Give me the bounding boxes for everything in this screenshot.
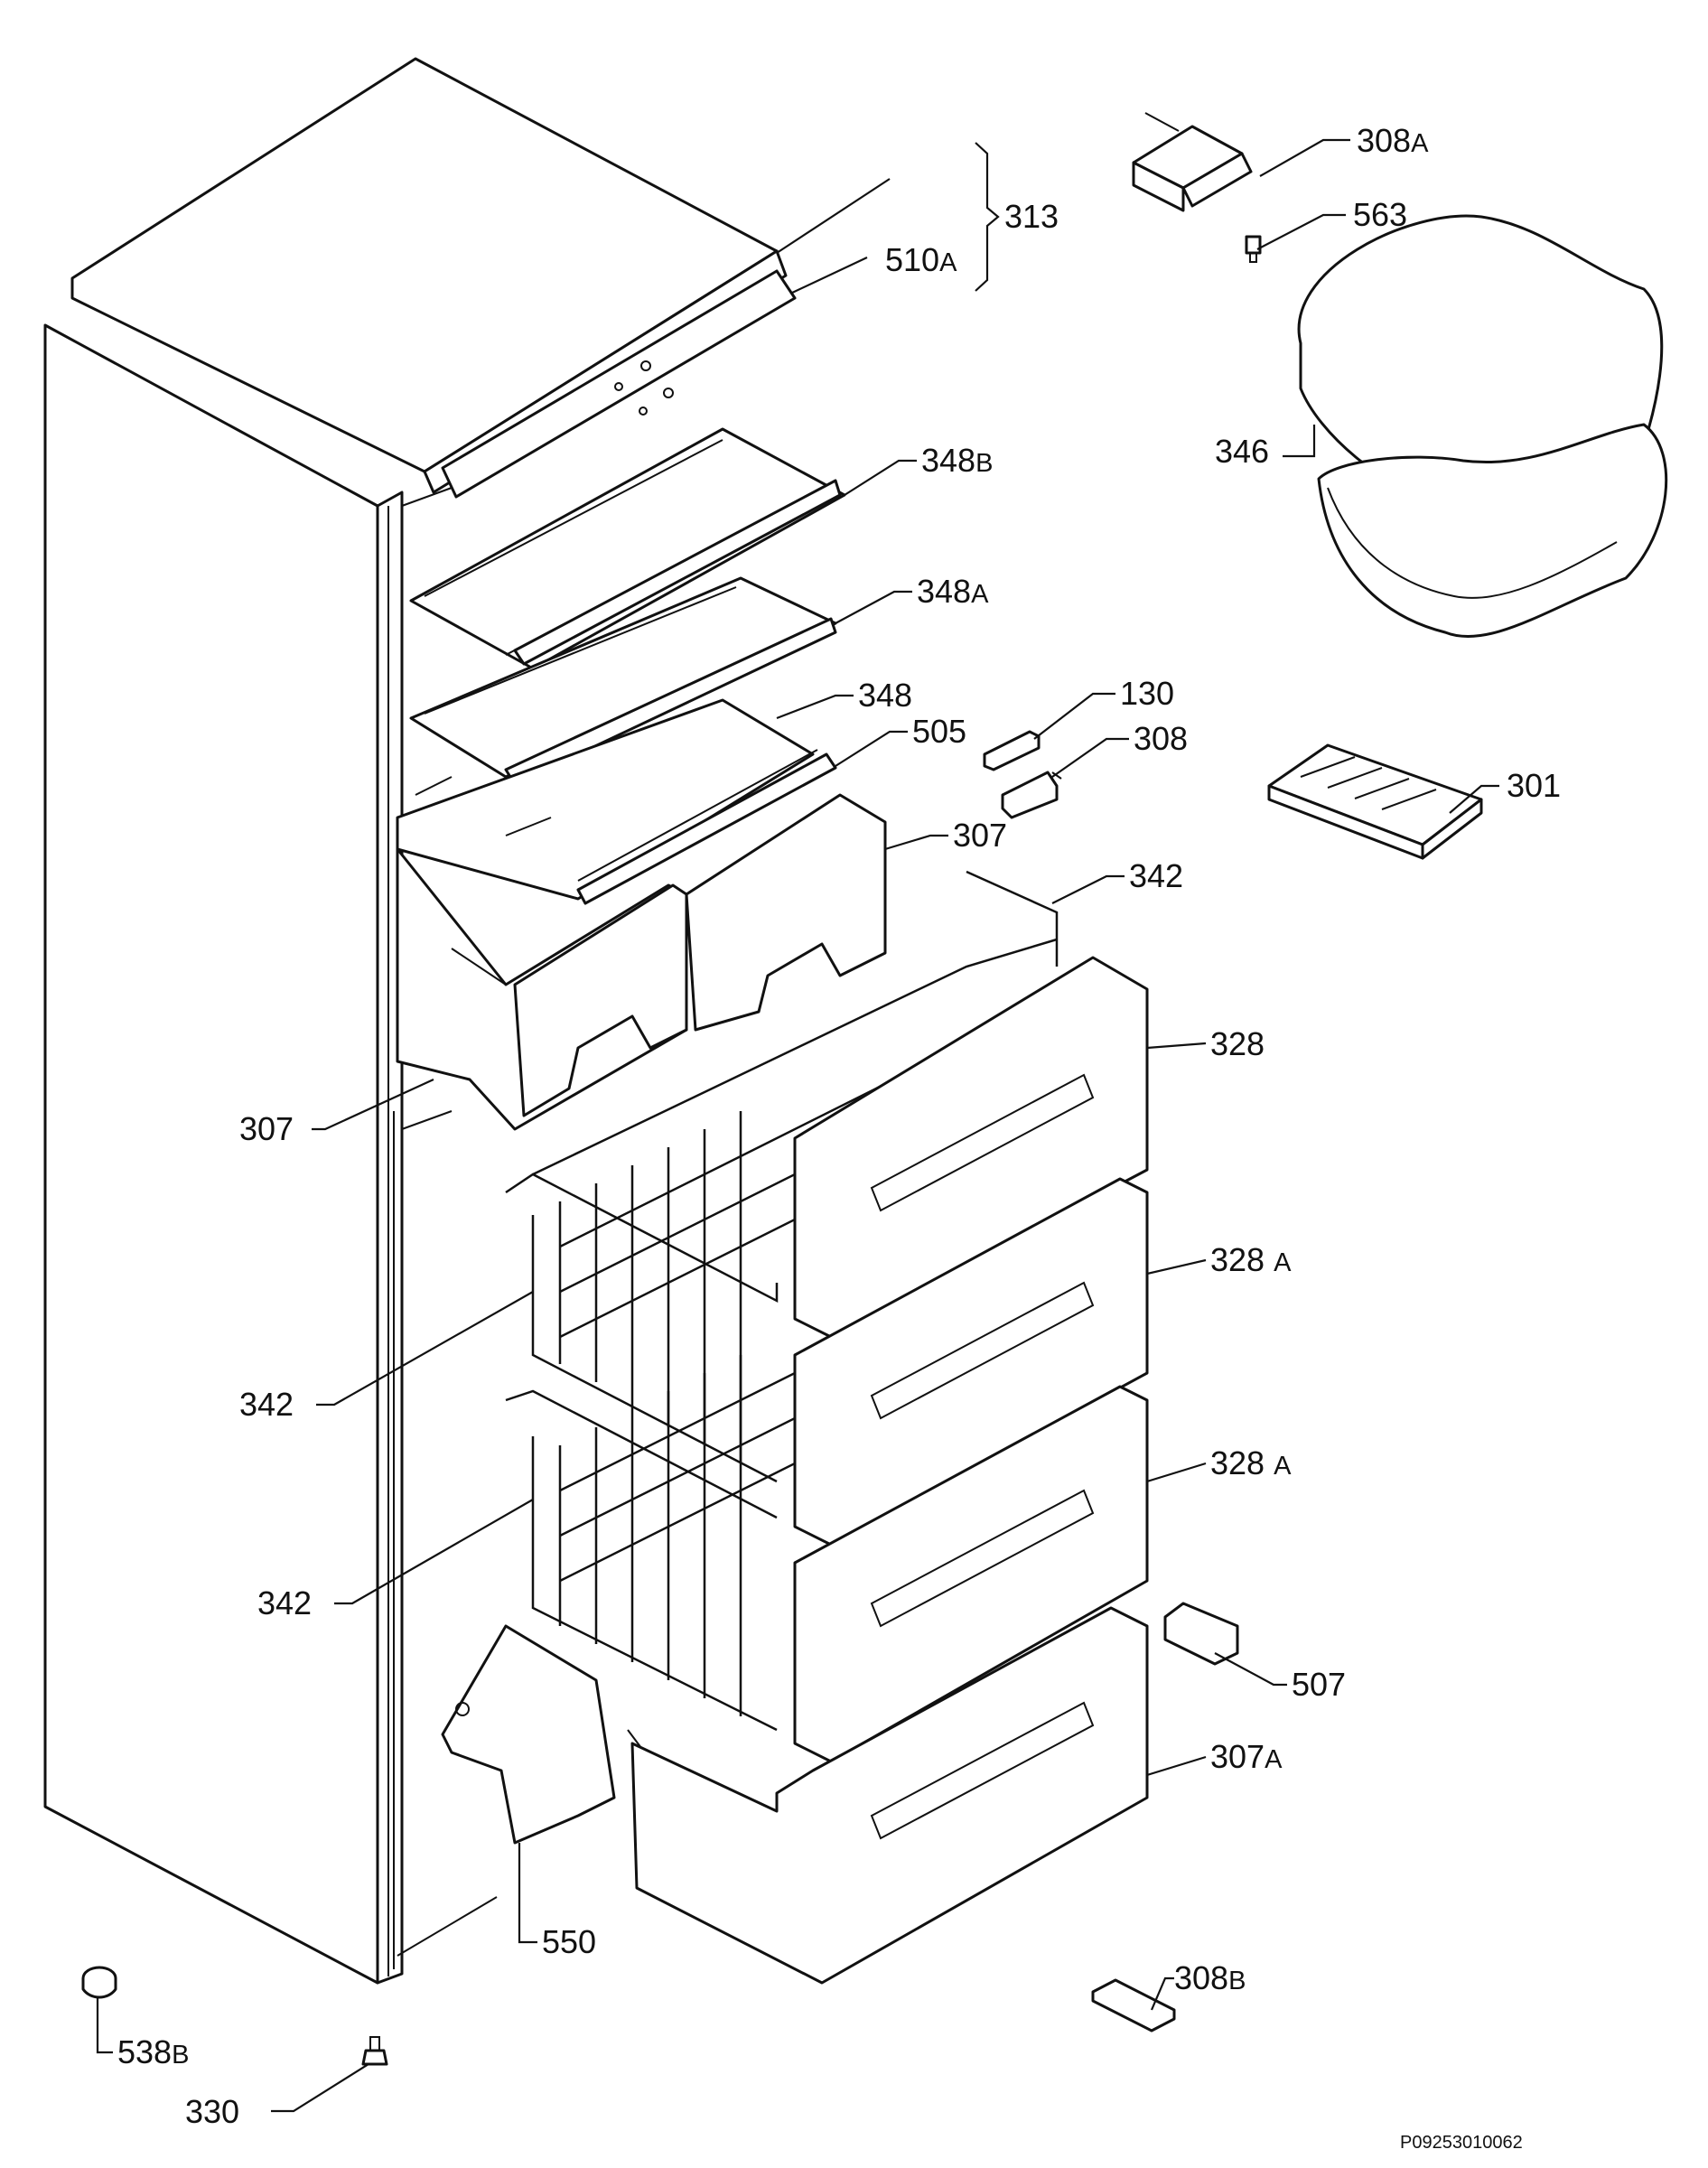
ice-container bbox=[1297, 214, 1668, 638]
label-328: 328 bbox=[1210, 1025, 1265, 1062]
label-505: 505 bbox=[912, 713, 966, 750]
label-348b: 348B bbox=[921, 442, 993, 479]
label-342-middle: 342 bbox=[239, 1386, 294, 1423]
label-342-bottom: 342 bbox=[257, 1584, 312, 1621]
drawing-code: P09253010062 bbox=[1400, 2133, 1523, 2153]
label-308b: 308B bbox=[1174, 1959, 1246, 1996]
cabinet-body bbox=[43, 323, 498, 1985]
label-507: 507 bbox=[1292, 1666, 1346, 1703]
label-307a: 307A bbox=[1210, 1738, 1283, 1775]
drawer-fronts bbox=[627, 956, 1149, 1985]
label-328a-lower: 328 A bbox=[1210, 1444, 1292, 1481]
label-348: 348 bbox=[858, 677, 912, 714]
label-563: 563 bbox=[1353, 196, 1407, 233]
label-328a-upper: 328 A bbox=[1210, 1241, 1292, 1278]
leader-lines bbox=[96, 138, 1499, 2113]
label-348a: 348A bbox=[917, 573, 989, 610]
label-307-right: 307 bbox=[953, 817, 1007, 854]
part-labels: 313 510A 308A 563 346 348B 348A 348 505 … bbox=[117, 122, 1561, 2130]
label-550: 550 bbox=[542, 1923, 596, 1960]
label-342-top: 342 bbox=[1129, 857, 1183, 894]
label-346: 346 bbox=[1215, 433, 1269, 470]
bottom-cover bbox=[441, 1624, 616, 1845]
hinge-bracket bbox=[1132, 112, 1253, 212]
foot-330 bbox=[361, 2036, 388, 2066]
label-313: 313 bbox=[1004, 198, 1059, 235]
label-308: 308 bbox=[1134, 720, 1188, 757]
small-parts-130-308 bbox=[983, 730, 1062, 819]
glass-shelves bbox=[396, 427, 846, 905]
ice-cube-tray bbox=[1267, 743, 1483, 860]
label-308a: 308A bbox=[1357, 122, 1429, 159]
label-330: 330 bbox=[185, 2093, 239, 2130]
label-130: 130 bbox=[1120, 675, 1174, 712]
screw-563 bbox=[1245, 235, 1262, 263]
label-307-left: 307 bbox=[239, 1110, 294, 1147]
part-308b bbox=[1091, 1978, 1176, 2032]
upper-drawers bbox=[396, 793, 887, 1131]
label-510a: 510A bbox=[885, 241, 957, 278]
part-507 bbox=[1163, 1602, 1239, 1666]
label-538b: 538B bbox=[117, 2033, 189, 2070]
wire-baskets bbox=[505, 870, 1059, 1732]
top-cover bbox=[70, 57, 797, 499]
foot-538b bbox=[81, 1966, 117, 1999]
label-301: 301 bbox=[1507, 767, 1561, 804]
